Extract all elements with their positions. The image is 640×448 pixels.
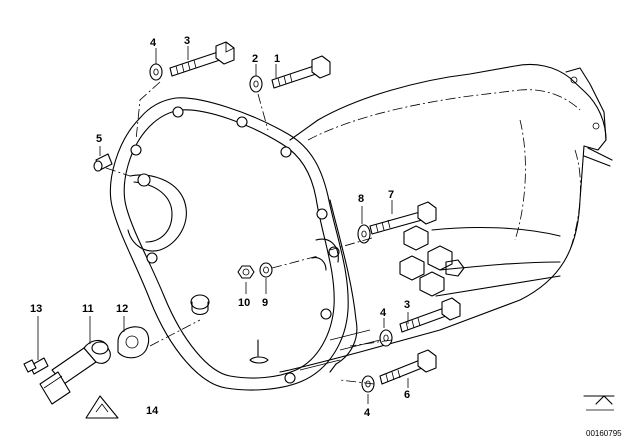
speed-sensor	[39, 339, 111, 405]
callout-3-top: 3	[184, 35, 190, 47]
bell-housing	[109, 97, 358, 391]
corner-mark	[583, 395, 615, 411]
callout-11: 11	[82, 303, 94, 315]
dowel-pin	[93, 153, 113, 172]
callout-6: 6	[404, 389, 410, 401]
bolt-long-lower	[399, 297, 461, 333]
warning-triangle-icon	[85, 395, 119, 419]
callout-4-mid: 4	[380, 307, 387, 319]
washer-center	[259, 262, 273, 278]
bolt-mid-right	[369, 201, 437, 235]
sensor-gasket	[117, 326, 150, 359]
document-id: 00160795	[586, 429, 622, 438]
callout-3-lower: 3	[404, 299, 410, 311]
washer-top	[149, 63, 163, 81]
callout-4-top: 4	[150, 37, 157, 49]
bolt-long-top	[169, 41, 235, 77]
transmission-housing	[279, 63, 613, 373]
leader-lines	[37, 46, 409, 404]
callout-1: 1	[274, 53, 280, 65]
callout-5: 5	[96, 133, 102, 145]
sensor-screw	[23, 357, 49, 375]
callout-labels: 4 3 2 1 5 8 7 10 9 4 3 13 11 12 6 4 14	[30, 35, 410, 419]
callout-8: 8	[358, 193, 364, 205]
callout-7: 7	[388, 189, 394, 201]
callout-14: 14	[146, 405, 159, 417]
washer-small-top	[249, 75, 263, 93]
washer-mid-right	[357, 224, 371, 244]
nut-center	[237, 265, 255, 279]
callout-10: 10	[238, 297, 250, 309]
bolt-bottom	[379, 349, 437, 385]
callout-12: 12	[116, 303, 128, 315]
callout-2: 2	[252, 53, 258, 65]
bolt-short-top	[271, 55, 331, 89]
washer-lower	[379, 329, 393, 347]
callout-4-bottom: 4	[364, 407, 371, 419]
callout-13: 13	[30, 303, 42, 315]
callout-9: 9	[262, 297, 268, 309]
